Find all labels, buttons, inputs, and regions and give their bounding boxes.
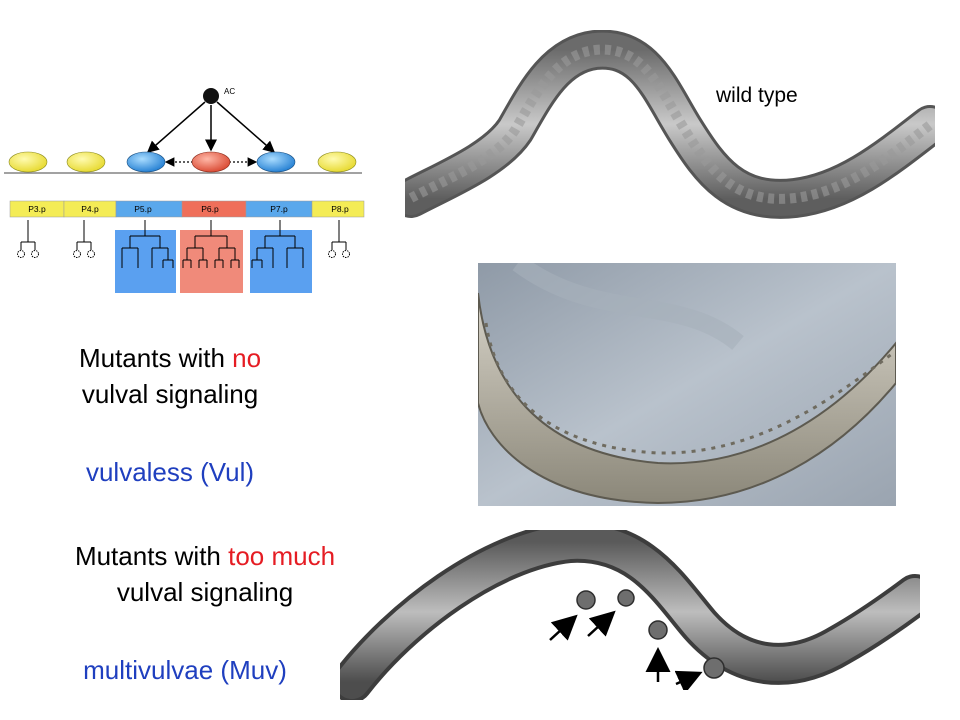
vulvaless-label: vulvaless (Vul) (85, 457, 255, 487)
no-highlight: no (232, 343, 262, 373)
vpc-p6 (191, 151, 231, 173)
anchor-cell-label: AC (224, 87, 235, 96)
multivulvae-label: multivulvae (Muv) (83, 655, 287, 685)
vpc-p5 (126, 151, 166, 173)
too-much-signaling-line-1: Mutants with too much (74, 541, 336, 571)
fused-lineages (17, 220, 350, 258)
ectopic-vulvae (576, 589, 725, 679)
lineage-bg-p5 (115, 230, 176, 293)
vulvaless-micrograph (478, 263, 896, 506)
vpc-p4 (66, 151, 106, 173)
cell-label-p8: P8.p (331, 204, 349, 214)
vpc-p7 (256, 151, 296, 173)
vulva-pointer-arrows (549, 610, 703, 690)
multivulvae-worm-image (340, 530, 920, 700)
vulval-induction-diagram: AC P3.p P4.p P5.p P6.p P7.p P8.p (4, 87, 365, 293)
vulval-lineages (121, 220, 304, 268)
vpc-p8 (317, 151, 357, 173)
cell-label-p7: P7.p (270, 204, 288, 214)
too-much-highlight: too much (228, 541, 336, 571)
cell-label-p6: P6.p (201, 204, 219, 214)
wild-type-worm-image (405, 30, 935, 219)
wild-type-label: wild type (716, 84, 798, 107)
anchor-cell (203, 88, 219, 104)
lineage-bg-p6 (180, 230, 243, 293)
vpc-p3 (8, 151, 48, 173)
too-much-signaling-line-2: vulval signaling (116, 577, 294, 607)
cell-label-p3: P3.p (28, 204, 46, 214)
cell-label-p4: P4.p (81, 204, 99, 214)
cell-name-bar (9, 200, 365, 218)
no-signaling-line-1: Mutants with no (78, 343, 262, 373)
lineage-bg-p7 (250, 230, 312, 293)
no-signaling-line-2: vulval signaling (81, 379, 259, 409)
cell-label-p5: P5.p (134, 204, 152, 214)
signal-arrow-left (146, 101, 206, 153)
no-signaling-caption: Mutants with no vulval signaling (20, 340, 320, 412)
too-much-signaling-caption: Mutants with too much vulval signaling (10, 538, 400, 610)
signal-arrow-right (216, 101, 276, 153)
